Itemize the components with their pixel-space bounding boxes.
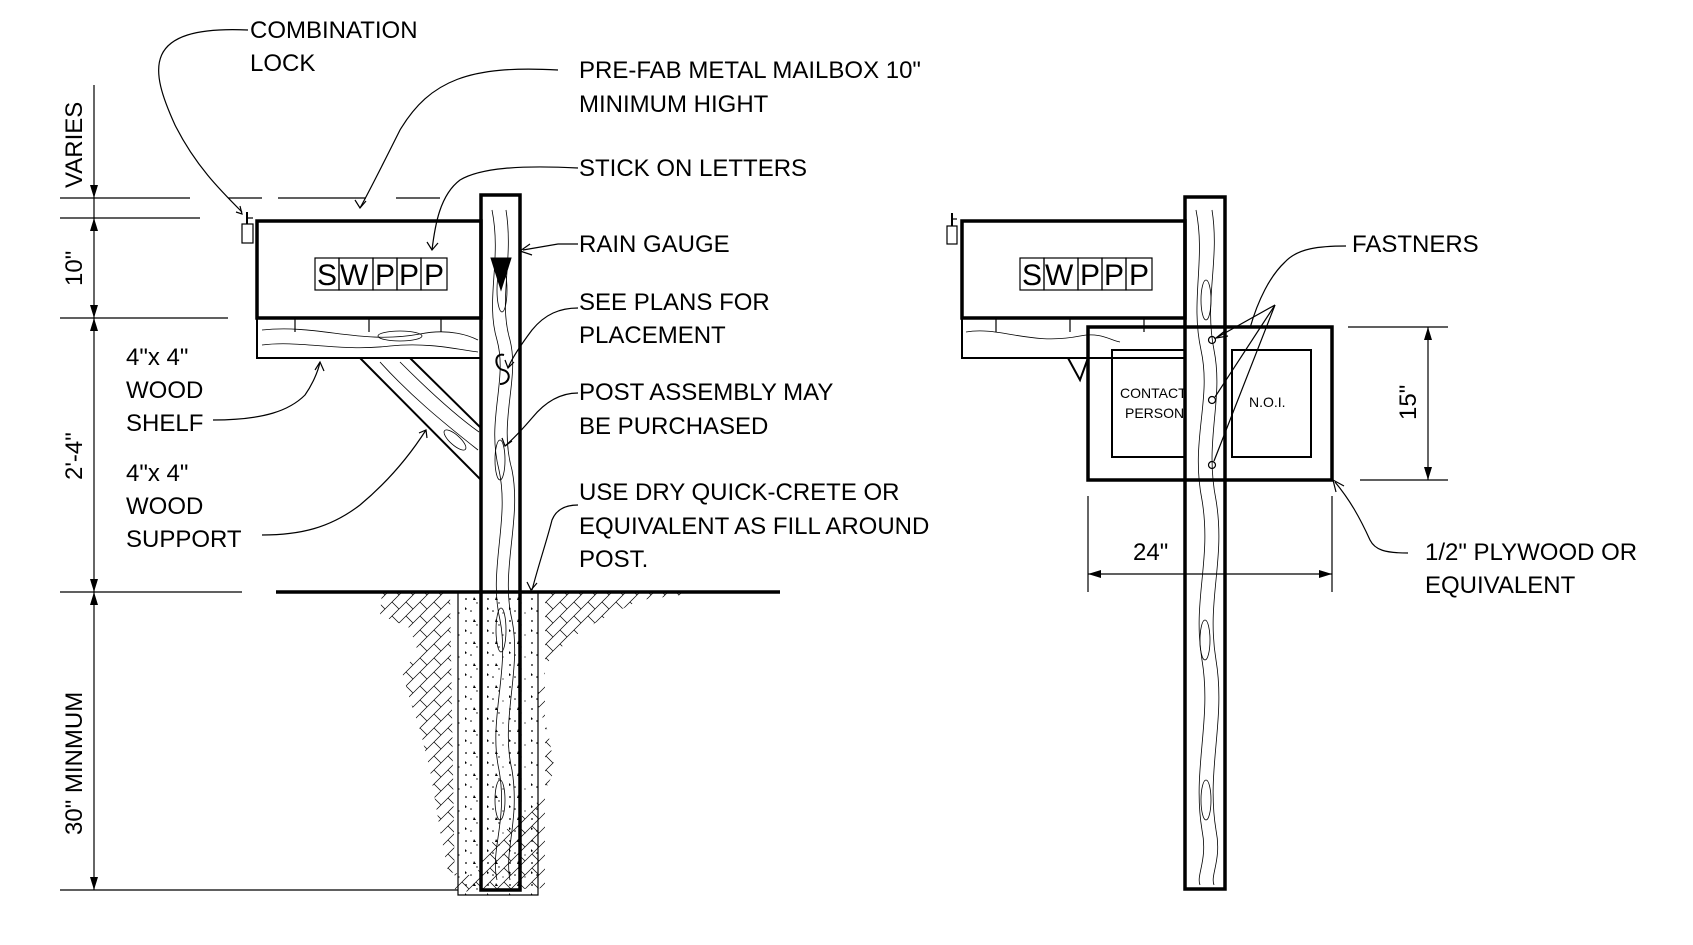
note-fastners: FASTNERS [1352,231,1479,258]
note-quick-crete: USE DRY QUICK-CRETE OR [579,479,900,506]
note-wood-shelf: 4"x 4" [126,344,188,371]
letter-p: P [1104,259,1124,292]
letter-p: P [1080,259,1100,292]
board-noi: N.O.I. [1249,394,1286,410]
swppp-letters-left: S W P P P [314,257,448,292]
note-plywood: 1/2" PLYWOOD OR [1425,539,1637,566]
note-wood-shelf-3: SHELF [126,410,203,437]
note-stick-on-letters: STICK ON LETTERS [579,155,807,182]
note-combination-lock: COMBINATION [250,17,418,44]
front-elevation: S W P P P CONTACT PERSON N.O.I. [946,195,1637,891]
note-quick-crete-2: EQUIVALENT AS FILL AROUND [579,513,929,540]
note-quick-crete-3: POST. [579,546,648,573]
dim-ten-in: 10" [61,251,88,286]
rain-gauge [490,257,512,292]
note-see-plans-2: PLACEMENT [579,322,726,349]
mailbox-left [241,212,483,320]
dim-15-lines [1348,326,1448,481]
note-rain-gauge: RAIN GAUGE [579,231,730,258]
note-wood-support-3: SUPPORT [126,526,242,553]
note-wood-shelf-2: WOOD [126,377,203,404]
wood-shelf-left [256,317,482,359]
board-person: PERSON [1125,405,1184,421]
dim-thirty-min: 30" MINMUM [61,692,88,835]
gauge-hook [495,353,510,385]
wood-post-right [1183,195,1227,891]
letter-w: W [340,259,369,292]
note-wood-support: 4"x 4" [126,460,188,487]
quick-crete-fill [457,592,539,896]
note-mailbox: PRE-FAB METAL MAILBOX 10" [579,57,921,84]
letter-p: P [399,259,419,292]
dim-two-four: 2'-4" [61,432,88,480]
wood-post-left [479,193,522,892]
board-contact: CONTACT [1120,385,1187,401]
fastener-leaders [1213,245,1347,462]
dim-fifteen-in: 15" [1395,385,1422,420]
letter-p: P [375,259,395,292]
plywood-board [1086,325,1334,482]
letter-s: S [317,259,337,292]
letter-p: P [424,259,444,292]
dim-24-lines [1087,496,1333,592]
note-see-plans: SEE PLANS FOR [579,289,770,316]
leader-lines-left [158,29,579,592]
letter-w: W [1045,259,1074,292]
letter-s: S [1022,259,1042,292]
note-post-assembly: POST ASSEMBLY MAY [579,379,833,406]
letter-p: P [1129,259,1149,292]
note-post-assembly-2: BE PURCHASED [579,413,768,440]
soil-hatch [322,592,690,892]
mailbox-right [946,213,1187,320]
note-wood-support-2: WOOD [126,493,203,520]
note-plywood-2: EQUIVALENT [1425,572,1576,599]
swppp-letters-right: S W P P P [1019,257,1153,292]
wood-support-left [357,357,482,483]
note-combination-lock-2: LOCK [250,50,315,77]
plywood-leader [1332,478,1409,554]
dim-varies: VARIES [61,102,88,188]
note-mailbox-2: MINIMUM HIGHT [579,91,769,118]
side-elevation: S W P P P VARIES 10" 2'-4" [60,17,929,896]
vertical-dimension-chain [60,85,458,891]
dim-twentyfour-in: 24" [1133,539,1168,566]
